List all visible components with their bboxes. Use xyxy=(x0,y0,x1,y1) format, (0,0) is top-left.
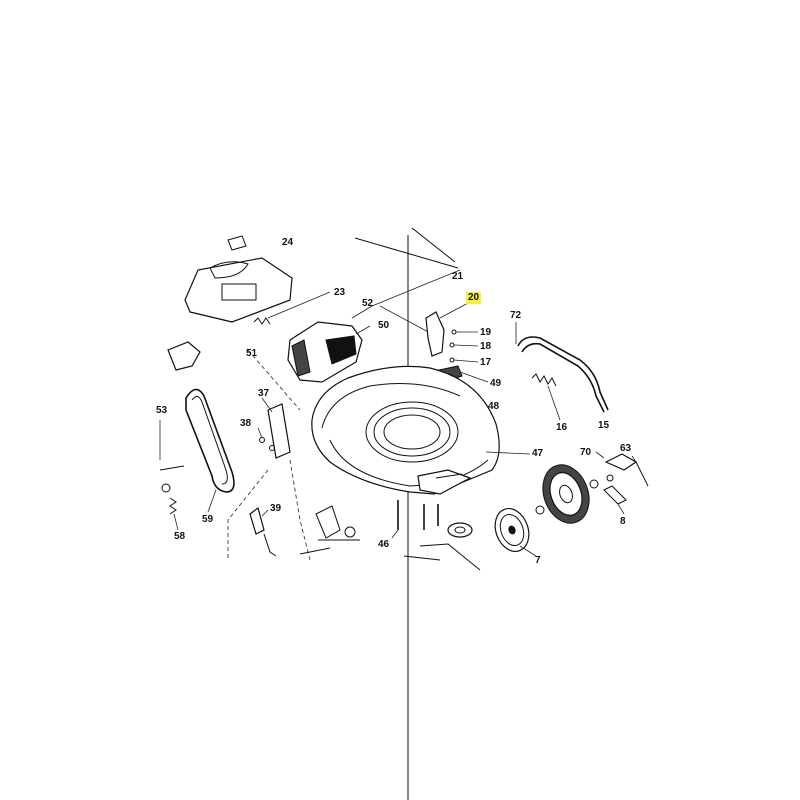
spring-58 xyxy=(169,497,179,531)
leader-line-52a xyxy=(351,305,373,319)
part-label-8: 8 xyxy=(620,516,626,527)
leader-line-52b xyxy=(371,269,461,307)
leader-line-52c xyxy=(379,305,433,335)
part-label-53: 53 xyxy=(156,405,168,416)
part-label-49: 49 xyxy=(490,378,502,389)
mower-deck xyxy=(311,365,531,495)
assembly-dashes xyxy=(227,349,311,561)
grass-bag-cover xyxy=(184,235,293,323)
part-label-52: 52 xyxy=(362,298,374,309)
rear-wheel xyxy=(535,464,599,524)
blade-adapter xyxy=(403,522,481,571)
rear-flap xyxy=(167,341,201,371)
side-discharge-chute xyxy=(287,321,371,383)
part-label-50: 50 xyxy=(378,320,390,331)
height-adjuster xyxy=(595,451,649,515)
part-label-58: 58 xyxy=(174,531,186,542)
handle-line xyxy=(411,227,456,263)
part-label-39: 39 xyxy=(270,503,282,514)
part-label-70: 70 xyxy=(580,447,592,458)
linkage-group xyxy=(299,505,360,555)
part-label-46: 46 xyxy=(378,539,390,550)
bracket-20 xyxy=(425,301,471,357)
part-label-17: 17 xyxy=(480,357,492,368)
bracket-37-38 xyxy=(257,397,291,459)
part-label-18: 18 xyxy=(480,341,492,352)
drive-belt xyxy=(185,388,235,513)
part-label-59: 59 xyxy=(202,514,214,525)
part-label-16: 16 xyxy=(556,422,568,433)
lever-39 xyxy=(249,506,277,557)
part-label-38: 38 xyxy=(240,418,252,429)
part-label-37: 37 xyxy=(258,388,270,399)
part-label-19: 19 xyxy=(480,327,492,338)
part-label-20-highlighted: 20 xyxy=(466,292,482,304)
upper-handle xyxy=(515,322,609,413)
part-label-72: 72 xyxy=(510,310,522,321)
part-label-48: 48 xyxy=(488,401,500,412)
cable-53 xyxy=(159,420,185,493)
part-label-21: 21 xyxy=(452,271,464,282)
spring-16 xyxy=(531,373,561,421)
leader-line-21 xyxy=(354,237,459,269)
bolt-group xyxy=(449,329,479,363)
part-label-47: 47 xyxy=(532,448,544,459)
part-label-15: 15 xyxy=(598,420,610,431)
part-label-24: 24 xyxy=(282,237,294,248)
part-label-63: 63 xyxy=(620,443,632,454)
spring-23 xyxy=(253,291,331,325)
bolts-46 xyxy=(391,500,439,539)
part-label-51: 51 xyxy=(246,348,258,359)
front-wheel-hub xyxy=(494,508,537,557)
part-label-7: 7 xyxy=(535,555,541,566)
part-label-23: 23 xyxy=(334,287,346,298)
